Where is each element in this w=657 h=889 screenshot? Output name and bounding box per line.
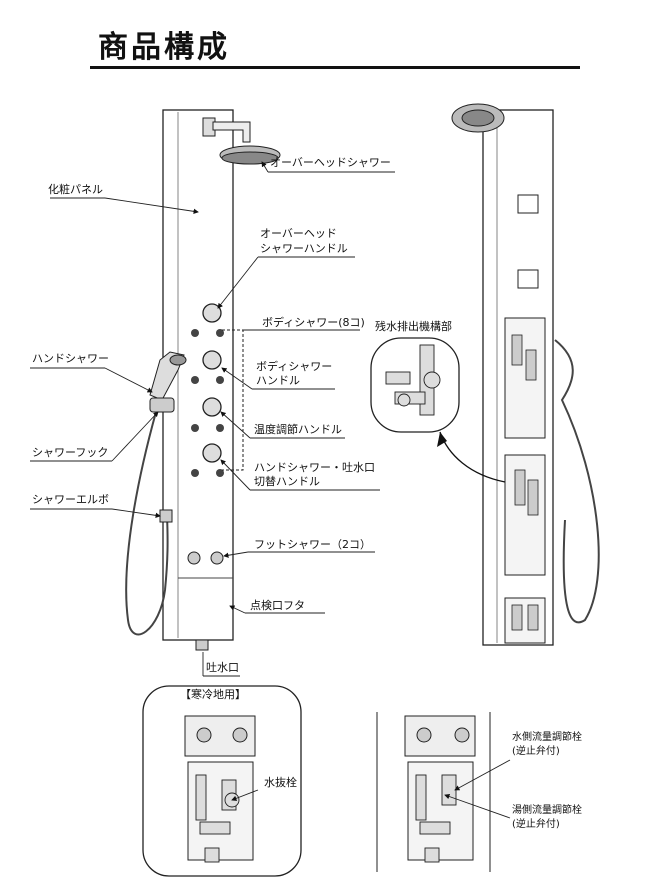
valve-detail [376,711,511,873]
rear-panel [451,103,600,646]
label-foot-shower: フットシャワー（2コ） [254,538,371,551]
label-switch-handle-2: 切替ハンドル [254,474,320,488]
label-cold-valve-1: 水側流量調節栓 [512,730,582,743]
page-title: 商品構成 [98,30,230,65]
label-body-handle-2: ハンドル [256,374,300,387]
label-hot-valve-1: 湯側流量調節栓 [512,803,582,816]
overhead-shower-graphic [202,117,281,165]
label-shower-elbow: シャワーエルボ [32,493,109,506]
label-body-shower: ボディシャワー(8コ) [262,315,365,329]
title-underline [90,66,580,69]
body-shower-nozzles [191,329,224,477]
label-overhead-shower: オーバーヘッドシャワー [270,156,391,169]
label-switch-handle-1: ハンドシャワー・吐水口 [254,461,375,474]
label-body-handle-1: ボディシャワー [256,359,332,373]
label-hand-shower: ハンドシャワー [32,352,109,365]
body-shower-bracket [222,329,244,471]
label-spout: 吐水口 [206,661,239,674]
label-cold-valve-2: (逆止弁付) [512,744,560,757]
label-overhead-handle-2: シャワーハンドル [260,242,348,255]
label-drain-plug: 水抜栓 [264,775,297,789]
hand-shower-graphic [125,351,187,636]
label-cold-region: 【寒冷地用】 [180,687,246,701]
label-shower-hook: シャワーフック [32,446,108,459]
foot-shower-nozzles [187,551,224,565]
front-handles [202,303,222,463]
label-overhead-handle-1: オーバーヘッド [260,227,337,240]
cold-region-detail [142,685,302,877]
label-decor-panel: 化粧パネル [48,182,103,196]
label-temp-handle: 温度調節ハンドル [254,422,342,436]
label-hot-valve-2: (逆止弁付) [512,817,560,830]
residual-drain-detail [370,337,506,483]
label-residual-drain: 残水排出機構部 [375,319,452,333]
front-leaders [30,161,395,677]
label-inspection-lid: 点検口フタ [250,598,305,612]
